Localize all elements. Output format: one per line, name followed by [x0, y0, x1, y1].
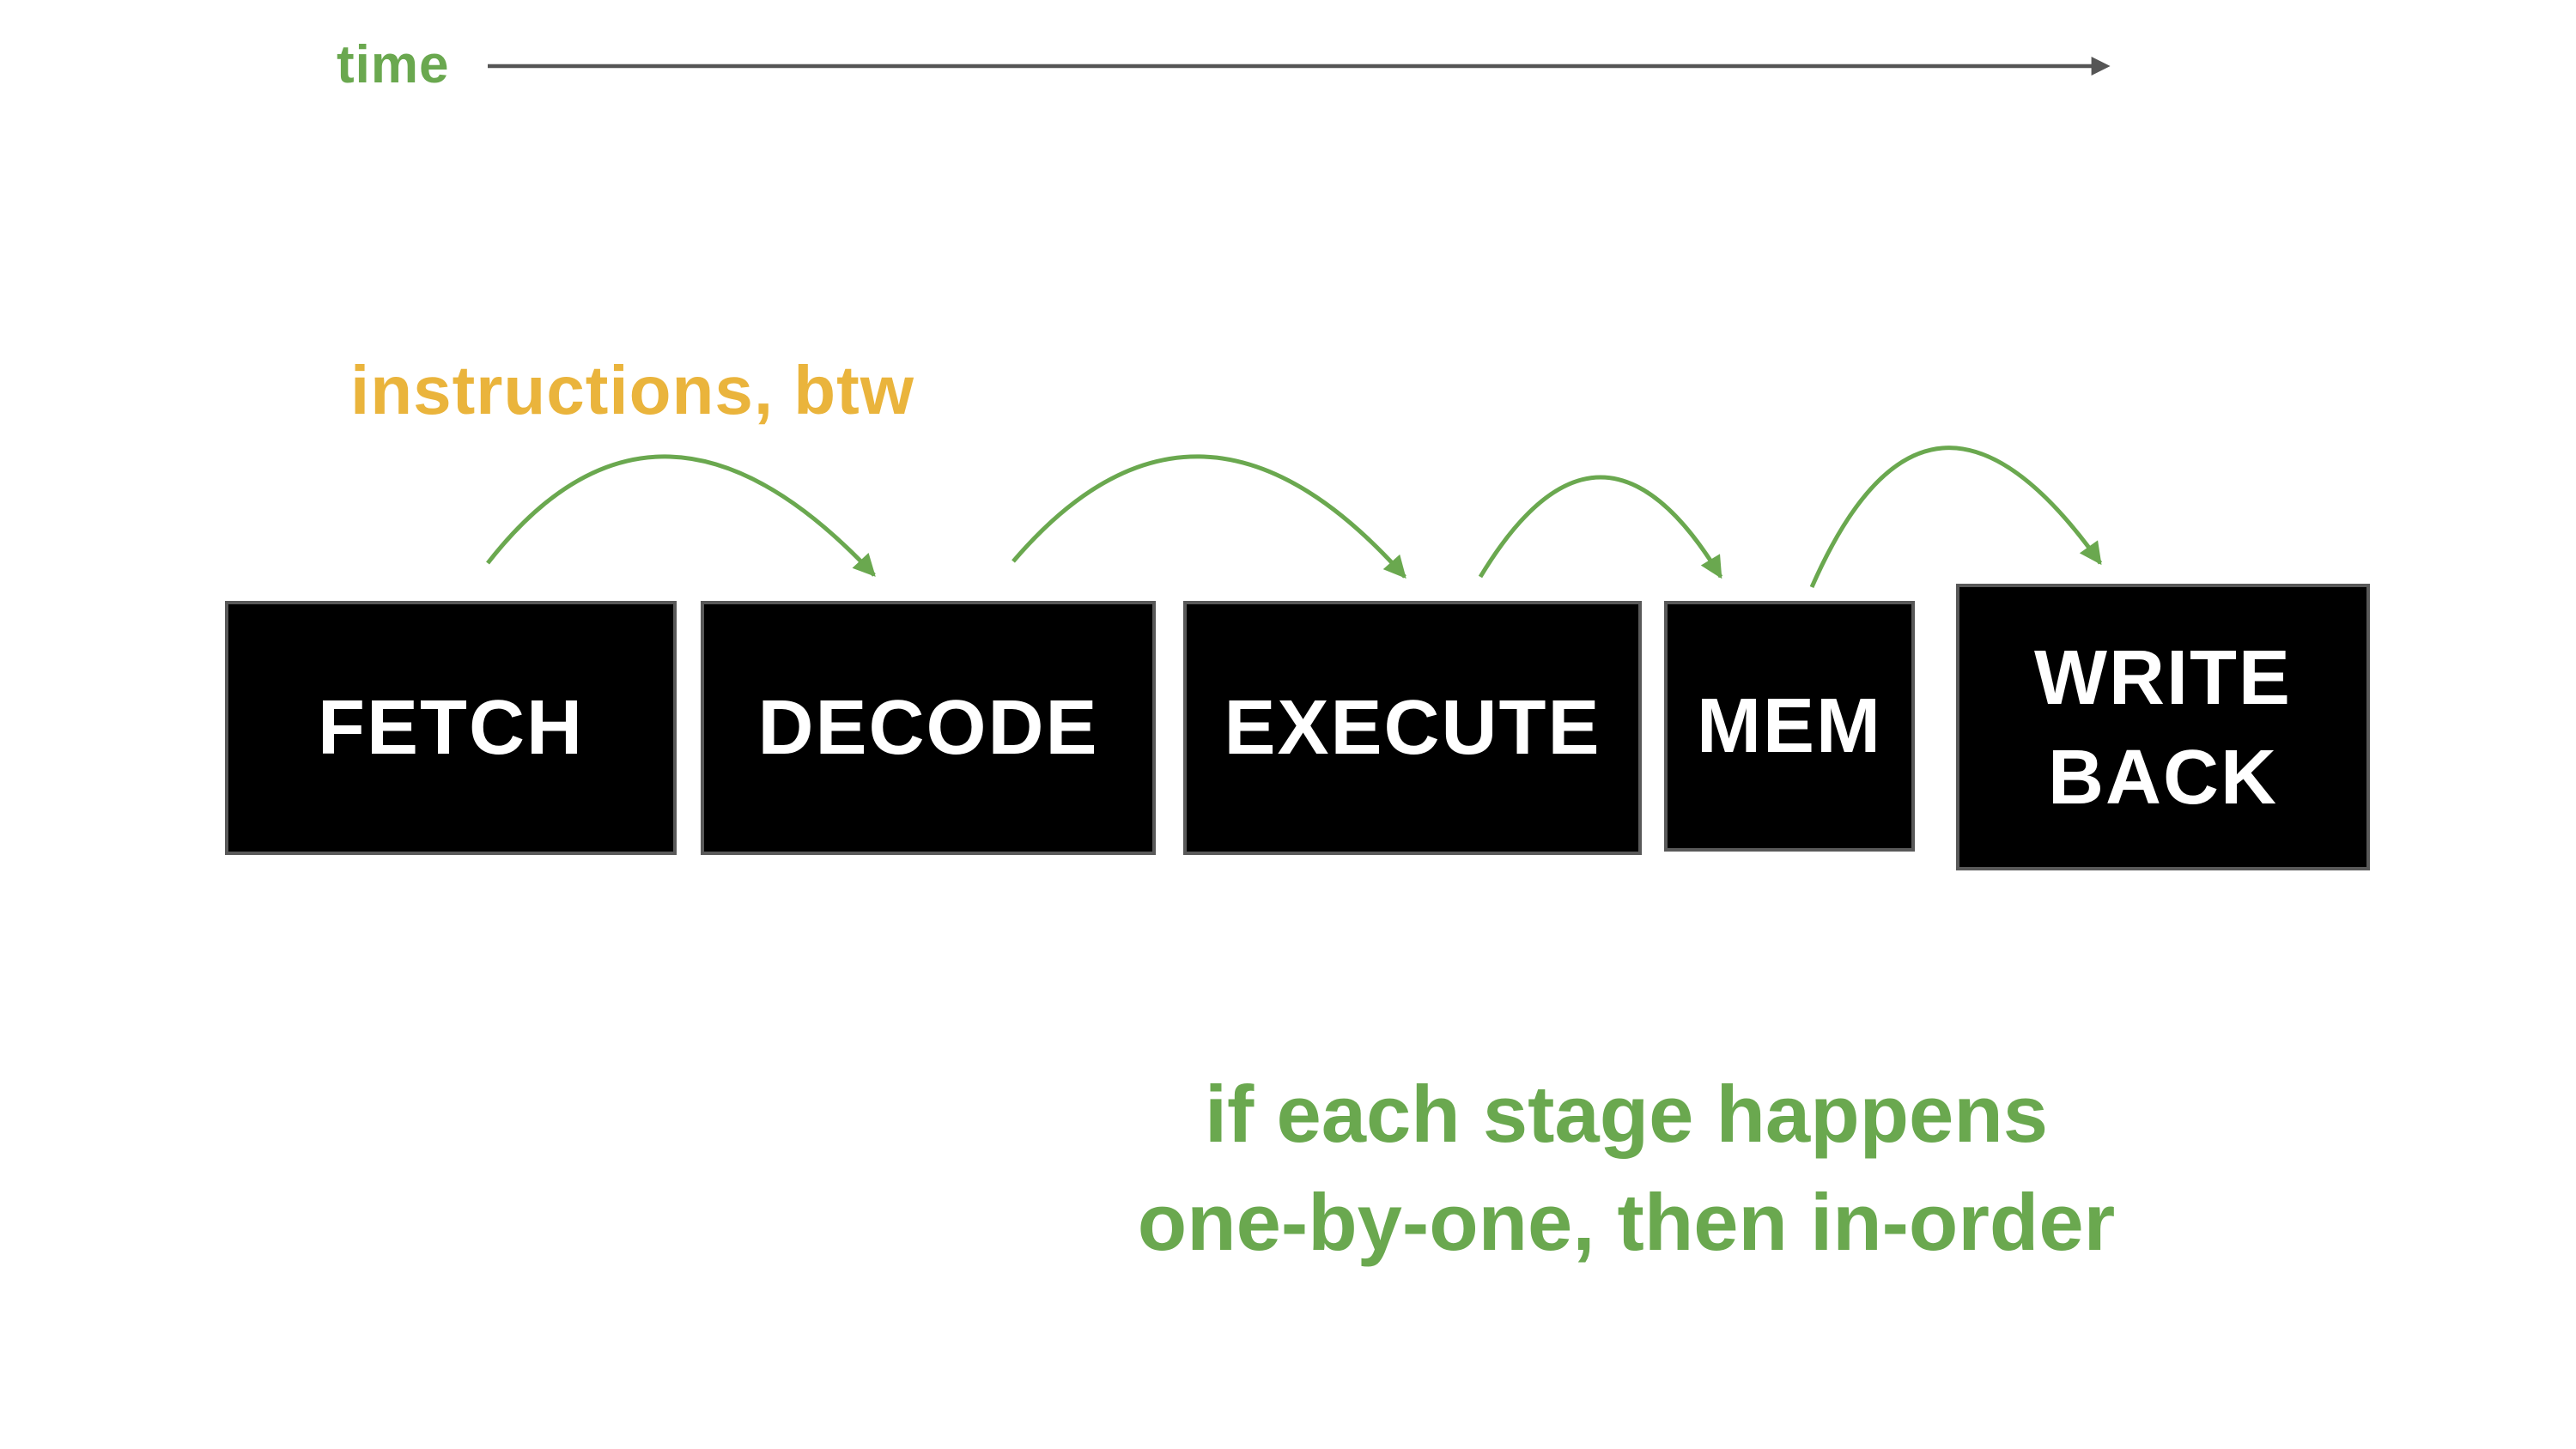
stage-label-execute: EXECUTE — [1224, 683, 1601, 772]
caption: if each stage happens one-by-one, then i… — [1138, 1059, 2115, 1276]
stage-label-writeback: WRITE BACK — [2034, 633, 2292, 820]
time-axis-label: time — [337, 34, 450, 94]
instructions-annotation: instructions, btw — [350, 354, 914, 429]
stage-label-fetch: FETCH — [318, 683, 584, 772]
caption-line-1: if each stage happens — [1204, 1068, 2049, 1159]
flow-arc-decode-to-execute — [1012, 454, 1406, 579]
flow-arc-mem-to-writeback — [1809, 446, 2103, 589]
flow-arc-fetch-to-decode — [486, 454, 876, 577]
stage-box-mem: MEM — [1664, 601, 1915, 852]
stage-box-execute: EXECUTE — [1183, 601, 1642, 855]
stage-label-mem: MEM — [1697, 682, 1882, 770]
stage-label-decode: DECODE — [757, 683, 1099, 772]
stage-box-decode: DECODE — [701, 601, 1156, 855]
caption-line-2: one-by-one, then in-order — [1137, 1176, 2116, 1267]
flow-arc-execute-to-mem — [1478, 475, 1723, 579]
stage-box-fetch: FETCH — [225, 601, 677, 855]
stage-box-writeback: WRITE BACK — [1956, 584, 2370, 870]
